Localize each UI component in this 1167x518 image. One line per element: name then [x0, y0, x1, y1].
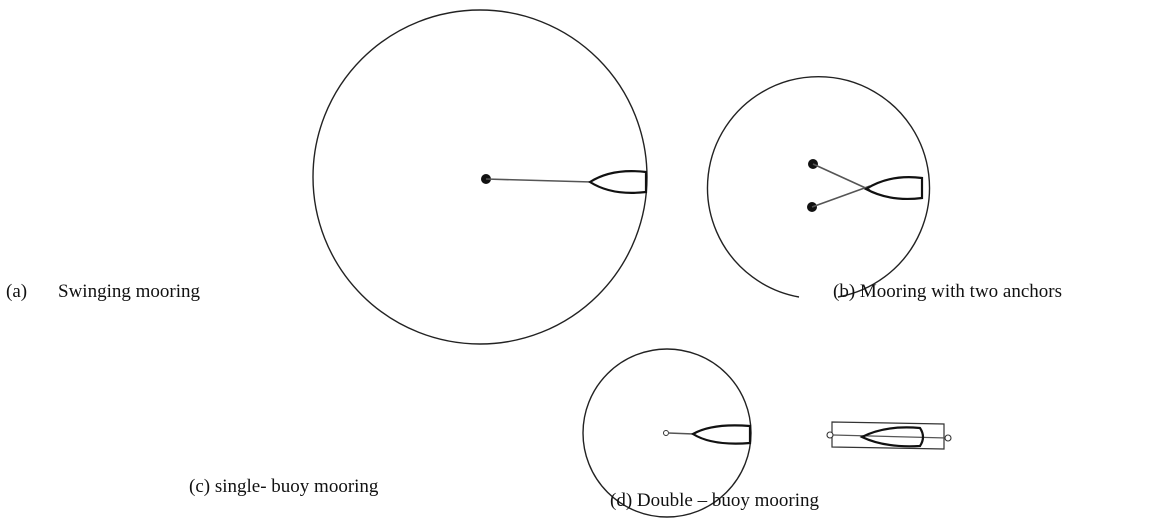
caption-two-anchor-mooring: (b) Mooring with two anchors: [833, 281, 1063, 302]
swinging-mooring-diagram: [312, 9, 648, 345]
swing-circle-partial: [706, 76, 931, 298]
boat-icon: [859, 426, 925, 448]
boat-icon: [587, 170, 648, 194]
buoy-point-right: [944, 434, 952, 442]
mooring-line: [667, 432, 695, 435]
boat-icon: [690, 424, 752, 445]
mooring-line-lower: [811, 185, 871, 208]
double-buoy-mooring-diagram: [826, 421, 952, 450]
caption-single-buoy-mooring: (c) single- buoy mooring: [189, 476, 379, 497]
mooring-line: [485, 178, 593, 183]
buoy-point-left: [826, 431, 834, 439]
mooring-area-rectangle: [831, 421, 945, 450]
caption-letter: (a): [6, 281, 28, 302]
buoy-point: [663, 430, 669, 436]
single-buoy-mooring-diagram: [582, 348, 752, 518]
mooring-line: [832, 434, 948, 439]
caption-swinging-mooring: (a) Swinging mooring: [6, 281, 200, 303]
boat-icon: [863, 176, 924, 201]
caption-double-buoy-mooring: (d) Double – buoy mooring: [610, 490, 819, 511]
mooring-line-upper: [812, 163, 871, 191]
two-anchor-mooring-diagram: [706, 76, 931, 298]
caption-text: Swinging mooring: [58, 281, 200, 302]
